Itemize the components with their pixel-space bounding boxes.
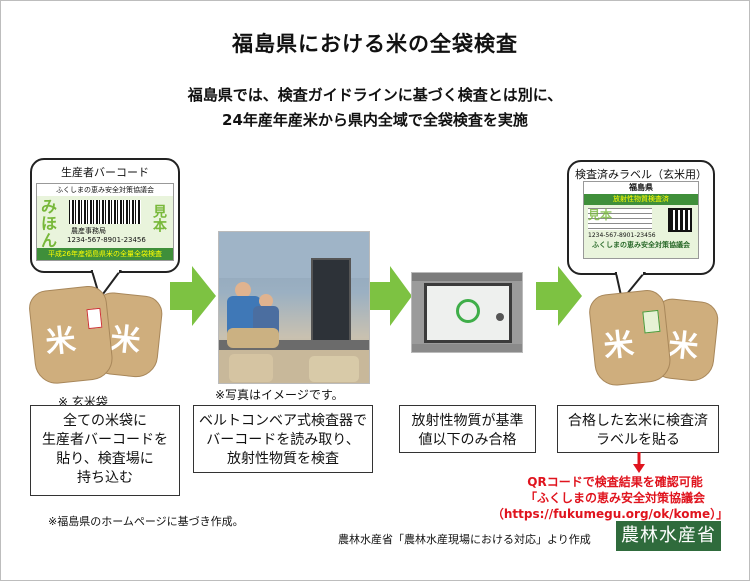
step-1-line-3: 貼り、検査場に <box>56 451 154 467</box>
card-header: 福島県 <box>584 182 698 194</box>
inspected-label-card: 福島県 放射性物質検査済 1234-567-8901-23456 ふくしまの恵み… <box>583 181 699 259</box>
producer-barcode-card: ふくしまの恵み安全対策協議会 みほん 農産事務局 1234-567-8901-2… <box>36 183 174 261</box>
step-1-box: 全ての米袋に 生産者バーコードを 貼り、検査場に 持ち込む <box>30 405 180 496</box>
step-2-line-1: ベルトコンベア式検査器で <box>199 413 367 429</box>
rice-bag-text: 米 <box>601 326 636 365</box>
source-credit: 農林水産省「農林水産現場における対応」より作成 <box>338 533 591 546</box>
step-1-line-2: 生産者バーコードを <box>42 432 168 448</box>
arrow-right-icon <box>170 266 216 326</box>
qr-note-line-1: QRコードで検査結果を確認可能 <box>527 475 703 489</box>
card-number: 1234-567-8901-23456 <box>67 236 146 244</box>
card-number: 1234-567-8901-23456 <box>588 232 656 239</box>
card-info-lines <box>588 208 652 230</box>
card-sub: 放射性物質検査済 <box>584 194 698 205</box>
step-1-line-4: 持ち込む <box>77 470 133 486</box>
inspected-sticker-icon <box>642 309 661 334</box>
photo-caption: ※写真はイメージです。 <box>215 388 344 402</box>
step-3-box: 放射性物質が基準 値以下のみ合格 <box>399 405 536 453</box>
step-2-line-2: バーコードを読み取り、 <box>206 432 360 448</box>
rice-bag-text: 米 <box>666 327 701 366</box>
footnote: ※福島県のホームページに基づき作成。 <box>48 515 244 528</box>
card-footer: 平成26年産福島県米の全量全袋検査 <box>37 248 173 260</box>
inspection-photo <box>218 231 370 384</box>
qr-code-icon <box>668 208 692 232</box>
card-footer: ふくしまの恵み安全対策協議会 <box>592 241 690 249</box>
red-down-arrow-icon <box>633 452 645 473</box>
card-header: ふくしまの恵み安全対策協議会 <box>37 184 173 196</box>
step-1-line-1: 全ての米袋に <box>63 413 147 429</box>
subtitle-line-2: 24年産年産米から県内全域で全袋検査を実施 <box>222 111 528 129</box>
step-2-line-3: 放射性物質を検査 <box>227 451 339 467</box>
producer-barcode-label: 生産者バーコード <box>61 166 149 179</box>
rice-bag-front: 米 <box>27 284 115 386</box>
step-2-box: ベルトコンベア式検査器で バーコードを読み取り、 放射性物質を検査 <box>193 405 373 473</box>
card-sample-stamp: 見本 <box>151 204 167 232</box>
step-4-box: 合格した玄米に検査済 ラベルを貼る <box>557 405 719 453</box>
rice-bag-text: 米 <box>43 322 78 361</box>
card-sample-stamp: 見本 <box>588 208 613 222</box>
rice-bag-text: 米 <box>108 321 143 360</box>
maff-logo: 農林水産省 <box>616 521 721 551</box>
arrow-right-icon <box>536 266 582 326</box>
subtitle-line-1: 福島県では、検査ガイドラインに基づく検査とは別に、 <box>187 86 563 104</box>
card-sample-text: みほん <box>41 197 58 250</box>
step-4-line-2: ラベルを貼る <box>596 432 680 448</box>
inspected-label-title: 検査済みラベル（玄米用） <box>575 168 707 181</box>
result-screen-photo <box>411 272 523 353</box>
qr-note-url: （https://fukumegu.org/ok/kome）」 <box>491 507 729 521</box>
card-producer: 農産事務局 <box>71 227 106 235</box>
pass-circle-icon <box>456 299 480 323</box>
barcode-sticker-icon <box>86 307 103 330</box>
arrow-right-icon <box>370 266 412 326</box>
step-4-line-1: 合格した玄米に検査済 <box>568 413 708 429</box>
step-3-line-2: 値以下のみ合格 <box>418 432 517 448</box>
qr-note-line-2: 「ふくしまの恵み安全対策協議会 <box>524 491 705 505</box>
rice-bag-front: 米 <box>587 288 673 388</box>
page-title: 福島県における米の全袋検査 <box>232 32 518 56</box>
barcode-graphic <box>69 200 141 224</box>
step-3-line-1: 放射性物質が基準 <box>411 413 524 429</box>
